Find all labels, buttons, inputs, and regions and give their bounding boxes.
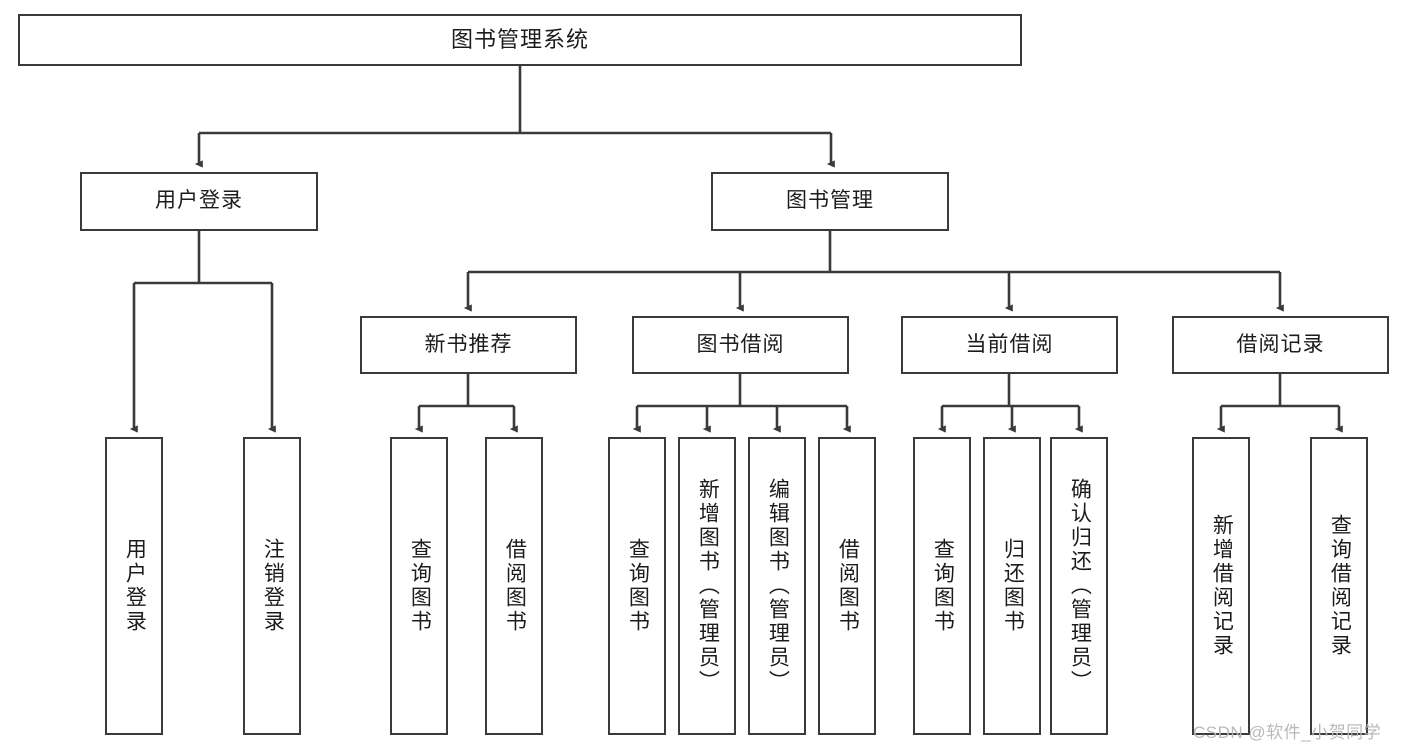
node-new-book-recommend[interactable]: 新书推荐 (360, 316, 577, 374)
node-label: 查询图书 (408, 538, 432, 634)
leaf-add-record[interactable]: 新增借阅记录 (1192, 437, 1250, 735)
leaf-query-book-1[interactable]: 查询图书 (390, 437, 448, 735)
node-book-borrow[interactable]: 图书借阅 (632, 316, 849, 374)
leaf-user-login[interactable]: 用户登录 (105, 437, 163, 735)
leaf-borrow-book-1[interactable]: 借阅图书 (485, 437, 543, 735)
node-user-login[interactable]: 用户登录 (80, 172, 318, 231)
leaf-logout[interactable]: 注销登录 (243, 437, 301, 735)
node-label: 借阅图书 (503, 538, 527, 634)
node-label: 图书借阅 (696, 332, 785, 356)
node-label: 查询图书 (931, 538, 955, 634)
node-current-borrow[interactable]: 当前借阅 (901, 316, 1118, 374)
node-label: 确认归还（管理员） (1068, 478, 1092, 694)
node-label: 查询借阅记录 (1328, 514, 1352, 658)
leaf-add-book[interactable]: 新增图书（管理员） (678, 437, 736, 735)
node-label: 借阅图书 (836, 538, 860, 634)
node-borrow-record[interactable]: 借阅记录 (1172, 316, 1389, 374)
node-book-management[interactable]: 图书管理 (711, 172, 949, 231)
leaf-confirm-return[interactable]: 确认归还（管理员） (1050, 437, 1108, 735)
leaf-borrow-book-2[interactable]: 借阅图书 (818, 437, 876, 735)
leaf-query-book-3[interactable]: 查询图书 (913, 437, 971, 735)
node-label: 查询图书 (626, 538, 650, 634)
node-root-system[interactable]: 图书管理系统 (18, 14, 1022, 66)
node-label: 当前借阅 (965, 332, 1054, 356)
node-label: 注销登录 (261, 538, 285, 634)
node-label: 新增图书（管理员） (696, 478, 720, 694)
leaf-query-book-2[interactable]: 查询图书 (608, 437, 666, 735)
node-label: 借阅记录 (1236, 332, 1325, 356)
leaf-return-book[interactable]: 归还图书 (983, 437, 1041, 735)
node-label: 编辑图书（管理员） (766, 478, 790, 694)
node-label: 图书管理系统 (450, 27, 589, 53)
leaf-query-record[interactable]: 查询借阅记录 (1310, 437, 1368, 735)
node-label: 用户登录 (155, 189, 243, 213)
node-label: 图书管理 (786, 189, 874, 213)
node-label: 新增借阅记录 (1210, 514, 1234, 658)
node-label: 归还图书 (1001, 538, 1025, 634)
csdn-watermark: CSDN @软件_小贺同学 (1193, 723, 1382, 742)
leaf-edit-book[interactable]: 编辑图书（管理员） (748, 437, 806, 735)
node-label: 用户登录 (123, 538, 147, 634)
node-label: 新书推荐 (424, 332, 513, 356)
